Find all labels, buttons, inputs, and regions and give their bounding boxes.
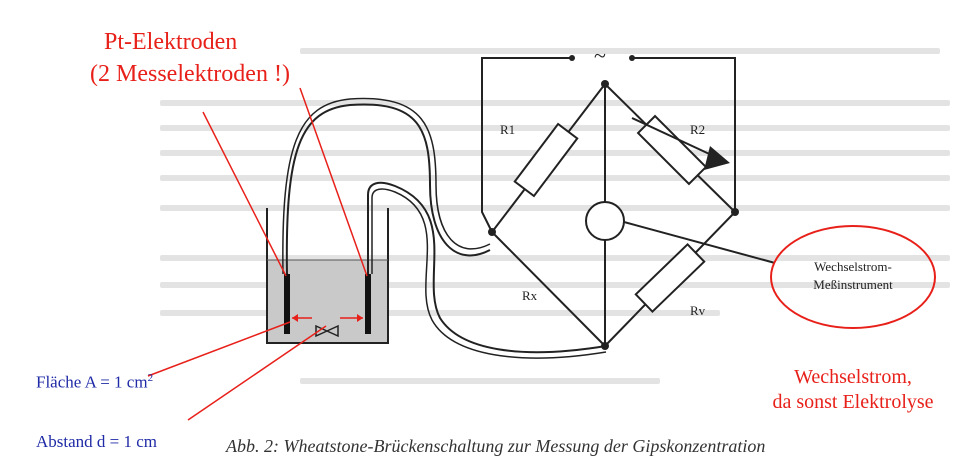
resistor-rv [634,242,706,314]
distance-arrowhead-left [292,314,298,322]
label-r2: R2 [690,122,706,137]
instrument-ellipse [770,225,936,329]
instrument-line-2: Meßinstrument [813,277,893,292]
resistor-r1 [513,122,579,198]
area-sup: 2 [147,372,154,384]
figure-caption: Abb. 2: Wheatstone-Brückenschaltung zur … [226,436,766,456]
beaker-outline [266,208,389,344]
source-symbol: ~ [594,43,606,68]
pointer-right-electrode [299,87,368,277]
instrument-label: Wechselstrom- Meßinstrument [785,258,921,294]
cable-right [367,181,607,354]
instrument-line-1: Wechselstrom- [814,259,892,274]
source-terminal-left [569,55,575,61]
ac-note: Wechselstrom, da sonst Elektrolyse [748,365,958,415]
label-rv: Rv [690,303,706,318]
ammeter-circle [585,201,625,241]
variable-arrowhead [704,146,730,170]
ac-note-line-2: da sonst Elektrolyse [772,391,934,413]
electrodes-title-1: Pt-Elektroden [104,29,238,55]
area-text: Fläche A = 1 cm [36,372,148,392]
area-label: Fläche A = 1 cm2 [36,372,153,393]
distance-label: Abstand d = 1 cm [36,432,158,451]
junction-dots [488,80,739,350]
cable-right-inner [371,188,607,359]
cable-left [285,103,491,275]
variable-arrow-line [631,117,719,159]
label-rx: Rx [522,288,538,303]
ac-note-line-1: Wechselstrom, [794,366,912,388]
electrode-left [284,274,290,334]
electrode-right [365,274,371,334]
source-terminal-right [629,55,635,61]
pointer-area [147,321,291,377]
pointer-distance [187,325,327,421]
distance-arrowhead-right [357,314,363,322]
pointer-left-electrode [202,111,287,277]
electrodes-title-2: (2 Messelektroden !) [90,61,290,87]
label-r1: R1 [500,122,516,137]
cable-left-inner [282,97,491,275]
